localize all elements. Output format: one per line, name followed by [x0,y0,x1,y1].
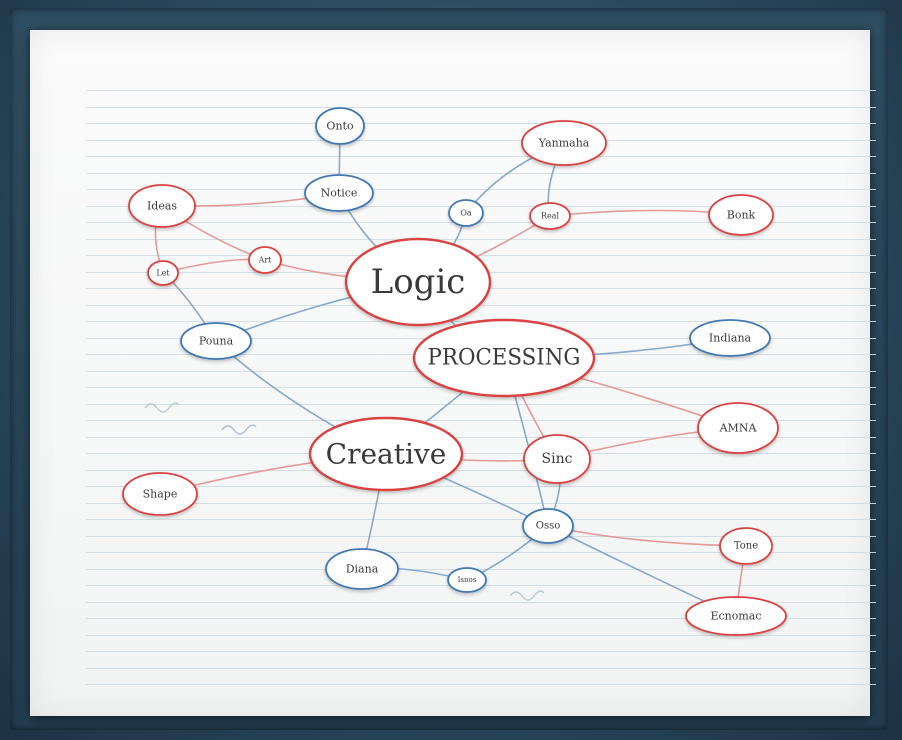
node-bubble [529,202,571,230]
node-label: Shape [143,488,178,501]
node-n-red-low: Tone [719,527,773,565]
node-label: Onto [326,120,354,133]
node-bubble [522,508,574,544]
node-n-red-bottom: Ecnomac [685,596,787,636]
node-label: AMNA [719,422,758,435]
node-bubble [180,322,252,360]
node-bubble [685,596,787,636]
node-bubble [708,194,774,236]
node-n-right-red: Bonk [708,194,774,236]
node-bubble [315,107,365,145]
node-n-left-red: Ideas [128,184,196,228]
node-bubble [448,199,484,227]
node-n-top-right: Yanmaha [521,120,607,166]
node-n-blue-low: Osso [522,508,574,544]
node-logic: Logic [344,237,492,327]
node-label: Indiana [709,332,752,345]
node-label: Osso [536,521,560,532]
node-label: Yanmaha [538,137,590,150]
node-bubble [697,402,779,454]
node-bubble [719,527,773,565]
node-label: Art [258,256,273,265]
node-label: Ecnomac [710,610,761,623]
node-label: Isnos [458,576,477,584]
node-label: Ideas [147,200,177,213]
node-bubble [412,318,596,398]
node-label: Notice [321,187,358,200]
node-bubble [308,416,464,492]
node-n-top-blue: Onto [315,107,365,145]
node-n-left-red2: Shape [122,472,198,516]
node-bubble [248,246,282,274]
node-n-small-red1: Let [147,260,179,286]
node-creative: Creative [308,416,464,492]
node-label: Creative [326,438,447,471]
node-n-sinc: Sinc [523,434,591,484]
node-n-mid-blue: Notice [304,174,374,212]
node-bubble [147,260,179,286]
node-n-tiny-blue2: Isnos [447,567,487,593]
node-label: Real [541,212,560,221]
node-label: Logic [371,262,466,302]
node-n-left-blue: Pouna [180,322,252,360]
connector-line [547,525,747,547]
node-label: Pouna [199,335,234,348]
node-bubble [304,174,374,212]
node-label: PROCESSING [428,346,581,371]
node-label: Let [156,269,170,278]
node-label: Diana [346,563,379,576]
node-bubble [689,319,771,357]
node-bubble [122,472,198,516]
node-bubble [325,548,399,590]
node-bubble [128,184,196,228]
node-n-right-red2: AMNA [697,402,779,454]
node-bubble [344,237,492,327]
node-processing: PROCESSING [412,318,596,398]
scribble-mark [221,424,257,435]
node-n-tiny-blue: Oa [448,199,484,227]
node-n-blue-bottom: Diana [325,548,399,590]
node-n-small-red2: Art [248,246,282,274]
node-bubble [521,120,607,166]
node-n-right-blue: Indiana [689,319,771,357]
node-label: Tone [734,541,758,552]
node-label: Bonk [727,209,756,222]
node-n-tiny-red3: Real [529,202,571,230]
node-bubble [447,567,487,593]
node-bubble [523,434,591,484]
scribble-mark [509,590,545,601]
scribble-mark [144,402,180,413]
node-label: Oa [460,209,472,218]
node-label: Sinc [542,451,573,467]
